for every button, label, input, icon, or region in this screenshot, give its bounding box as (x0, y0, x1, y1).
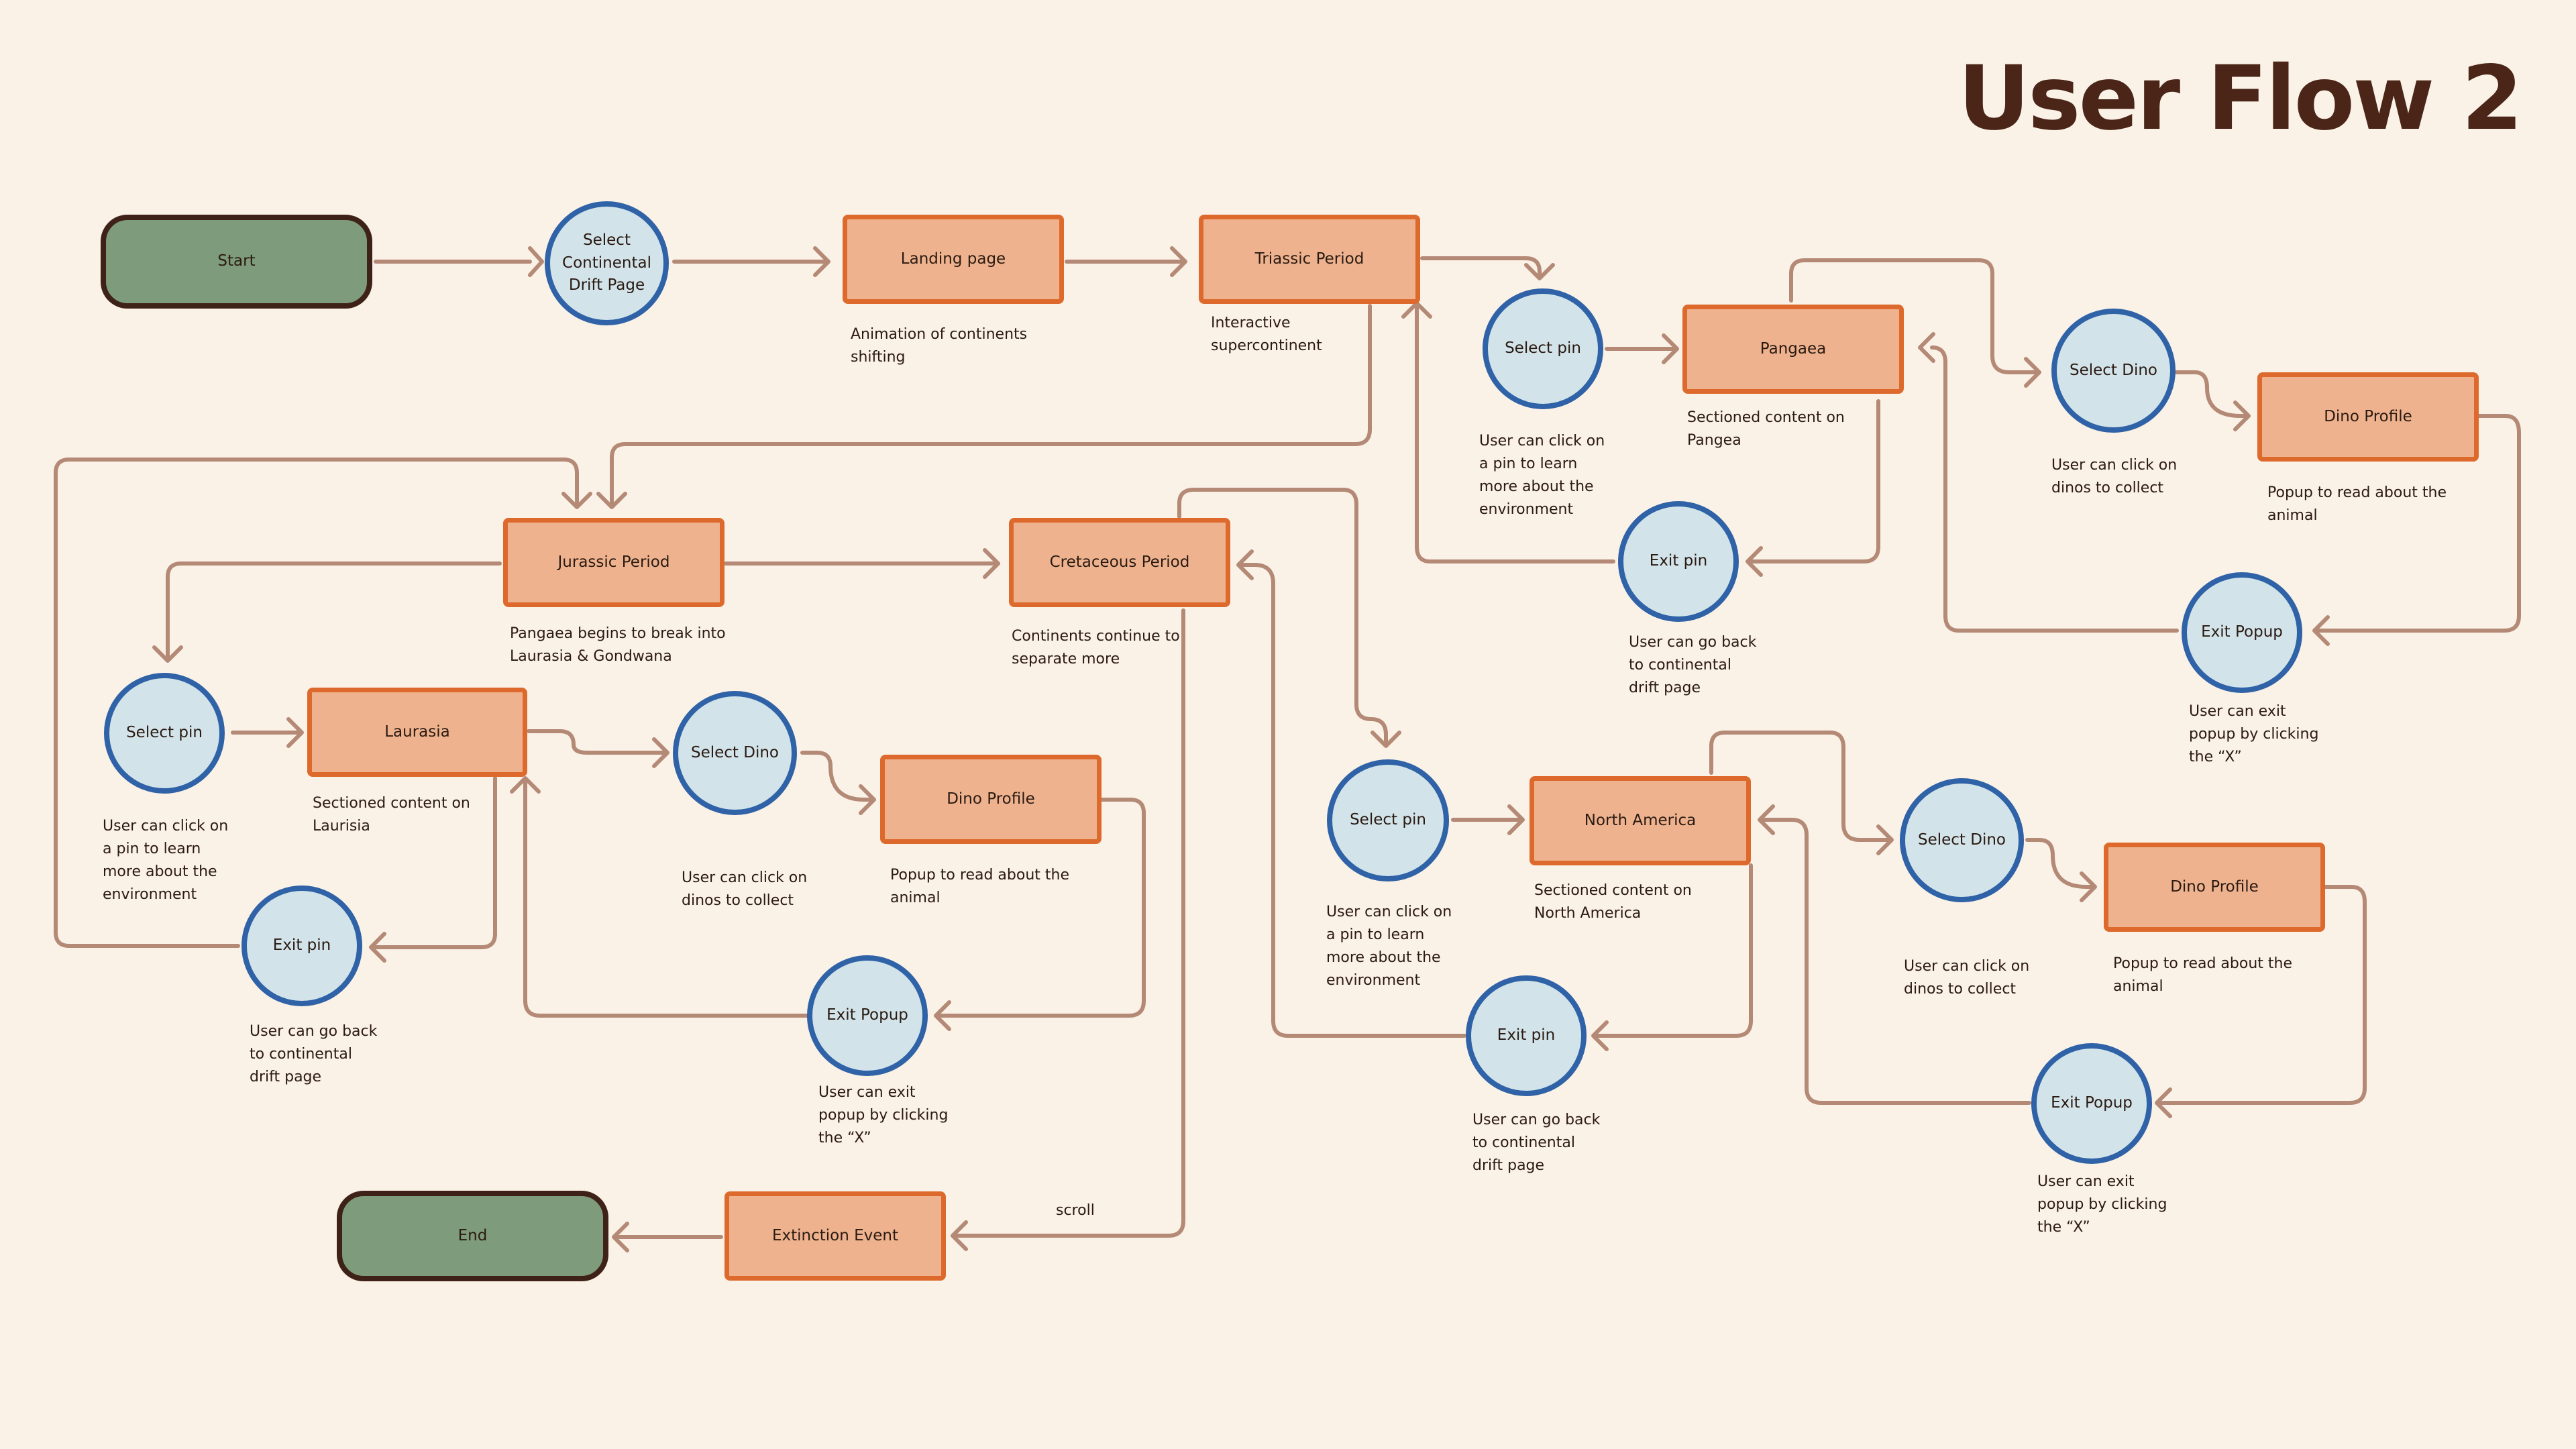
extinction-event[interactable]: Extinction Event (724, 1191, 946, 1281)
laurasia-select-dino[interactable]: Select Dino (673, 691, 797, 815)
jurassic-exit-pin-note: User can go back to continental drift pa… (250, 1023, 378, 1085)
edge-exitpin-to-jurassic (54, 458, 592, 948)
triassic-note: Interactive supercontinent (1211, 315, 1322, 354)
triassic-select-pin-note: User can click on a pin to learn more ab… (1479, 433, 1605, 518)
pangaea-dino-profile[interactable]: Dino Profile (2257, 372, 2479, 462)
edge-profile-to-exitpopup (2312, 414, 2521, 646)
pangaea-select-dino-note: User can click on dinos to collect (2051, 457, 2178, 496)
jurassic-select-pin-note: User can click on a pin to learn more ab… (103, 818, 229, 903)
start-terminal[interactable]: Start (101, 215, 372, 309)
laurasia-select-dino-note: User can click on dinos to collect (682, 869, 808, 909)
edge-pangaea-to-selectdino (1789, 258, 2041, 388)
edge-triassic-to-selectpin (1420, 256, 1555, 280)
jurassic-select-pin[interactable]: Select pin (104, 673, 225, 794)
pangaea-exit-popup-note: User can exit popup by clicking the “X” (2189, 703, 2319, 765)
north-america-select-dino-note: User can click on dinos to collect (1904, 958, 2030, 998)
pangaea-dino-profile-note: Popup to read about the animal (2267, 484, 2447, 524)
end-terminal[interactable]: End (337, 1191, 608, 1281)
edge-start-to-drift (374, 246, 544, 277)
edge-cretaceous-to-extinction (951, 608, 1185, 1251)
edge-selectpin-to-northamerica (1451, 804, 1525, 835)
cretaceous-period[interactable]: Cretaceous Period (1009, 518, 1230, 607)
pangaea-select-dino[interactable]: Select Dino (2051, 309, 2176, 433)
edge-pangaea-to-exitpin (1746, 399, 1880, 577)
north-america[interactable]: North America (1529, 776, 1751, 865)
north-america-select-dino[interactable]: Select Dino (1900, 778, 2024, 902)
laurasia-exit-popup[interactable]: Exit Popup (807, 955, 928, 1076)
edge-jurassic-to-selectpin (152, 561, 502, 663)
jurassic-period[interactable]: Jurassic Period (503, 518, 724, 607)
edge-selectdino-to-profile-jur (800, 751, 876, 815)
jurassic-exit-pin[interactable]: Exit pin (241, 885, 362, 1006)
cretaceous-note: Continents continue to separate more (1012, 628, 1180, 667)
laurasia-note: Sectioned content on Laurisia (313, 795, 470, 835)
edge-exitpopup-to-pangaea (1918, 332, 2179, 633)
edge-drift-to-landing (672, 246, 830, 277)
edge-exitpin-to-cretaceous (1236, 549, 1466, 1038)
triassic-select-pin[interactable]: Select pin (1483, 288, 1603, 409)
triassic-period[interactable]: Triassic Period (1199, 215, 1420, 304)
select-continental-drift-page[interactable]: Select Continental Drift Page (545, 201, 669, 325)
edge-extinction-to-end (612, 1222, 723, 1252)
north-america-exit-popup[interactable]: Exit Popup (2031, 1043, 2152, 1164)
landing-page[interactable]: Landing page (843, 215, 1064, 304)
page-title: User Flow 2 (1957, 47, 2523, 150)
edge-triassic-to-jurassic (596, 304, 1372, 509)
edge-jurassic-to-cretaceous (724, 548, 1000, 579)
cretaceous-select-pin[interactable]: Select pin (1327, 759, 1449, 881)
edge-exitpopup-to-northamerica (1758, 804, 2031, 1105)
laurasia-dino-profile-note: Popup to read about the animal (890, 867, 1069, 906)
edge-profile-to-exitpopup-jur (934, 798, 1146, 1031)
edge-selectpin-to-laurasia (231, 717, 304, 748)
north-america-dino-profile[interactable]: Dino Profile (2104, 843, 2325, 932)
scroll-label: scroll (1056, 1202, 1095, 1219)
north-america-exit-popup-note: User can exit popup by clicking the “X” (2037, 1173, 2167, 1236)
cretaceous-exit-pin[interactable]: Exit pin (1466, 975, 1587, 1096)
pangaea[interactable]: Pangaea (1682, 305, 1904, 394)
edge-exitpopup-to-laurasia (510, 776, 809, 1018)
edge-northamerica-to-exitpin (1591, 863, 1753, 1051)
edge-selectpin-to-pangaea (1605, 333, 1679, 364)
edge-selectdino-to-profile-cre (2025, 838, 2097, 902)
laurasia-exit-popup-note: User can exit popup by clicking the “X” (818, 1084, 949, 1146)
edge-selectdino-to-profile (2173, 370, 2251, 431)
north-america-note: Sectioned content on North America (1534, 882, 1692, 922)
landing-note: Animation of continents shifting (851, 326, 1028, 366)
cretaceous-exit-pin-note: User can go back to continental drift pa… (1472, 1112, 1601, 1174)
pangaea-note: Sectioned content on Pangea (1687, 409, 1845, 449)
edge-landing-to-triassic (1065, 246, 1187, 277)
triassic-exit-pin-note: User can go back to continental drift pa… (1629, 634, 1757, 696)
edge-cretaceous-to-selectpin (1177, 488, 1401, 748)
edge-laurasia-to-exitpin (369, 776, 497, 963)
laurasia[interactable]: Laurasia (307, 688, 527, 777)
cretaceous-select-pin-note: User can click on a pin to learn more ab… (1326, 904, 1452, 989)
edge-profile-to-exitpopup-cre (2155, 885, 2367, 1118)
pangaea-exit-popup[interactable]: Exit Popup (2182, 572, 2302, 693)
north-america-dino-profile-note: Popup to read about the animal (2113, 955, 2292, 995)
edge-laurasia-to-selectdino (527, 729, 669, 768)
jurassic-note: Pangaea begins to break into Laurasia & … (510, 625, 726, 665)
edge-northamerica-to-selectdino (1709, 731, 1894, 855)
triassic-exit-pin[interactable]: Exit pin (1618, 501, 1739, 622)
laurasia-dino-profile[interactable]: Dino Profile (880, 755, 1102, 844)
